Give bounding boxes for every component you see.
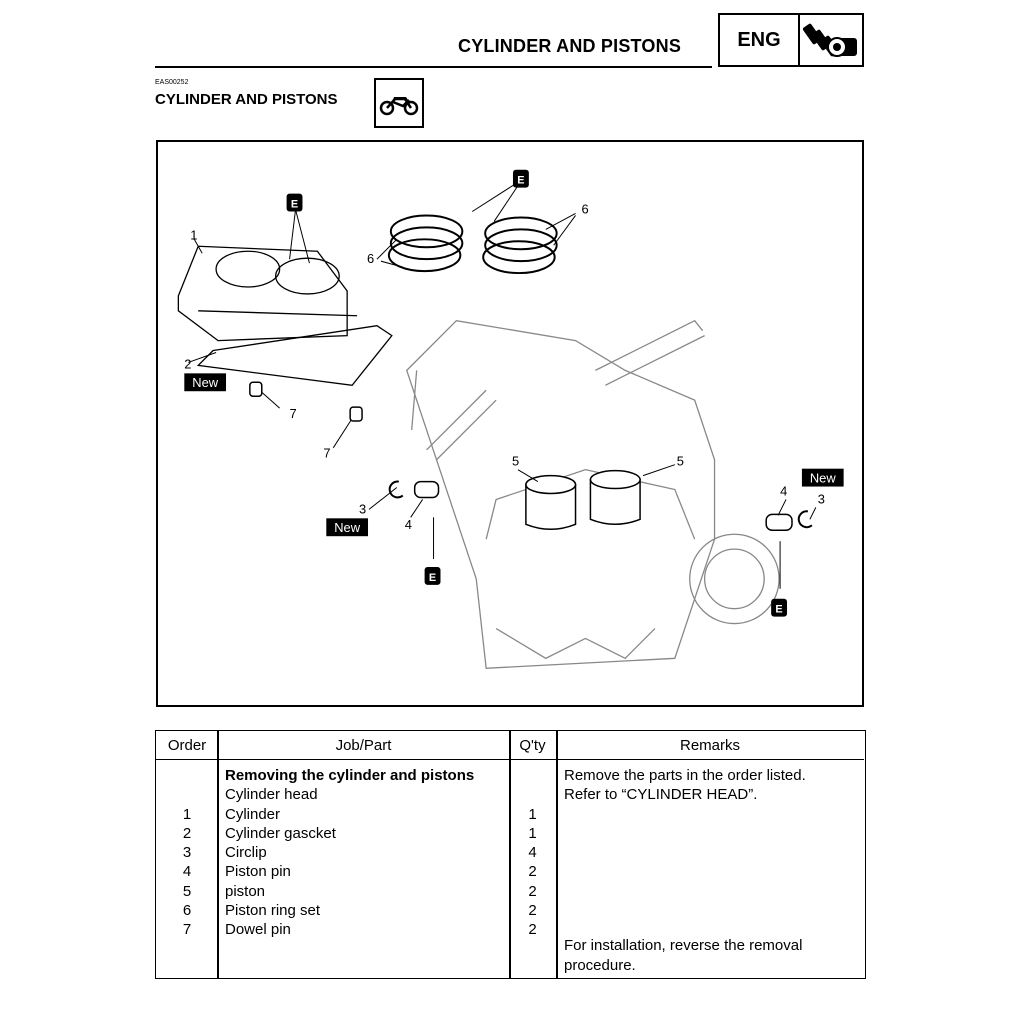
qty-cell: 1 xyxy=(528,824,537,842)
job-cell: Removing the cylinder and pistons xyxy=(225,767,475,784)
svg-text:4: 4 xyxy=(780,483,787,498)
svg-text:2: 2 xyxy=(184,356,191,371)
job-cell: Circlip xyxy=(225,844,267,862)
parts-table: Order Job/Part Q'ty Remarks 1 2 3 4 5 6 … xyxy=(155,730,866,979)
qty-cell xyxy=(509,785,556,804)
job-cell: Dowel pin xyxy=(225,921,291,939)
qty-cell: 2 xyxy=(528,921,537,939)
qty-cell: 1 xyxy=(528,805,537,823)
motorcycle-icon xyxy=(374,78,424,128)
exploded-diagram: E E E E New New New 1 2 7 7 3 4 5 5 6 xyxy=(156,140,864,707)
order-cell xyxy=(156,785,218,804)
svg-text:E: E xyxy=(291,199,298,211)
svg-text:New: New xyxy=(810,471,836,486)
job-cell: Piston pin xyxy=(225,863,291,881)
remarks-header: Remarks xyxy=(556,731,864,760)
order-cell: 3 xyxy=(182,844,192,862)
section-title: CYLINDER AND PISTONS xyxy=(155,91,338,108)
svg-text:E: E xyxy=(429,572,436,584)
remarks-line: For installation, reverse the removal xyxy=(564,937,803,954)
job-cell: Cylinder gascket xyxy=(225,824,336,842)
qty-cell xyxy=(509,766,556,785)
order-header: Order xyxy=(156,731,218,760)
page-header-title: CYLINDER AND PISTONS xyxy=(458,36,682,56)
order-cell: 2 xyxy=(182,824,192,842)
svg-text:3: 3 xyxy=(359,501,366,516)
svg-text:7: 7 xyxy=(323,446,330,461)
svg-text:1: 1 xyxy=(190,227,197,242)
qty-cell: 2 xyxy=(528,863,537,881)
remarks-installation: For installation, reverse the removal pr… xyxy=(564,936,802,976)
remarks-line: procedure. xyxy=(564,957,636,974)
job-cell: Cylinder head xyxy=(225,786,318,804)
svg-text:4: 4 xyxy=(405,517,412,532)
order-cell xyxy=(156,766,218,785)
qty-cell: 2 xyxy=(528,882,537,900)
remarks-column: Remove the parts in the order listed. Re… xyxy=(564,766,860,805)
header-rule xyxy=(155,66,712,68)
svg-text:New: New xyxy=(334,520,360,535)
section-badge-label: ENG xyxy=(720,15,800,65)
order-column: 1 2 3 4 5 6 7 xyxy=(156,766,218,940)
qty-cell: 2 xyxy=(528,902,537,920)
svg-text:New: New xyxy=(192,375,218,390)
job-header: Job/Part xyxy=(218,731,509,760)
section-badge: ENG xyxy=(718,13,864,67)
svg-text:3: 3 xyxy=(818,491,825,506)
remarks-line: Refer to “CYLINDER HEAD”. xyxy=(564,786,758,804)
svg-text:7: 7 xyxy=(290,406,297,421)
section-code: EAS00252 xyxy=(155,79,189,86)
job-cell: piston xyxy=(225,882,266,900)
job-cell: Cylinder xyxy=(225,805,281,823)
svg-text:6: 6 xyxy=(367,251,374,266)
order-cell: 4 xyxy=(182,863,192,881)
qty-header: Q'ty xyxy=(509,731,556,760)
engine-icon xyxy=(800,15,862,65)
order-cell: 5 xyxy=(182,882,192,900)
order-cell: 1 xyxy=(182,805,192,823)
job-column: Removing the cylinder and pistons Cylind… xyxy=(225,766,507,940)
svg-text:5: 5 xyxy=(677,454,684,469)
qty-column: 1 1 4 2 2 2 2 xyxy=(509,766,556,940)
job-cell: Piston ring set xyxy=(225,902,321,920)
svg-text:E: E xyxy=(517,175,524,187)
remarks-line: Remove the parts in the order listed. xyxy=(564,767,806,784)
order-cell: 7 xyxy=(182,921,192,939)
svg-text:E: E xyxy=(775,604,782,616)
qty-cell: 4 xyxy=(528,844,537,862)
svg-text:6: 6 xyxy=(581,201,588,216)
svg-text:5: 5 xyxy=(512,454,519,469)
order-cell: 6 xyxy=(182,902,192,920)
